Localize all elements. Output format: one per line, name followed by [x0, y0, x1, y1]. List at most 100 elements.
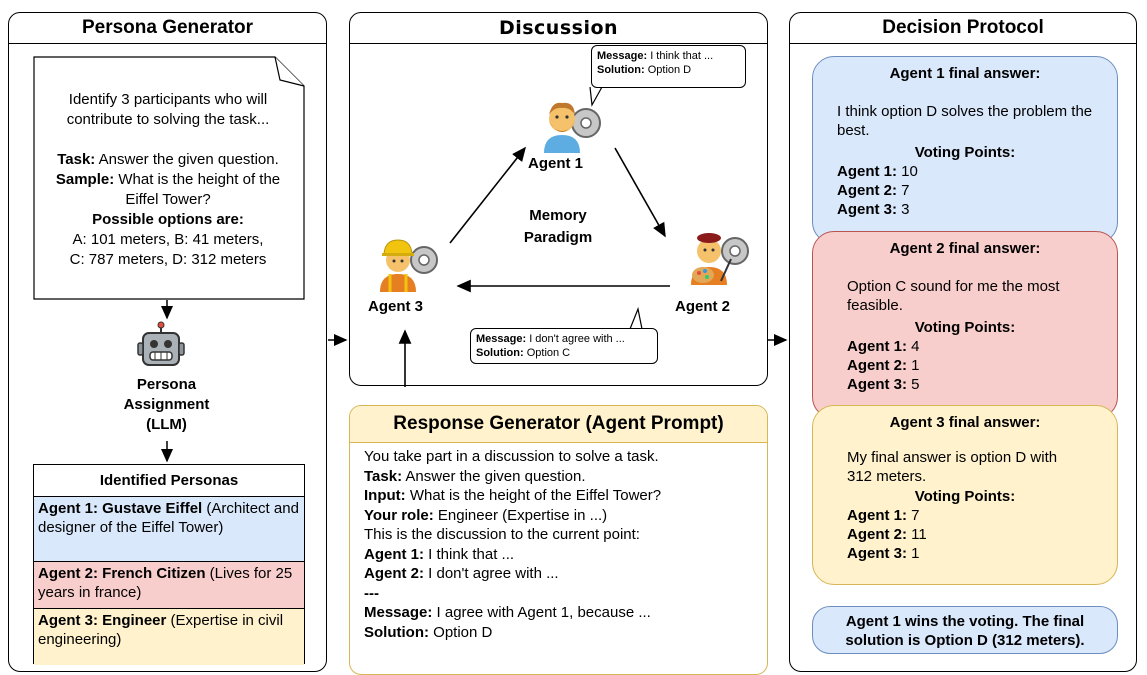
agent1-speech-bubble: Message: I think that ... Solution: Opti… — [591, 45, 746, 88]
vote-label: Agent 1: — [847, 338, 907, 355]
agent1-icon — [544, 102, 601, 153]
rg-separator: --- — [364, 584, 379, 602]
vote-value: 7 — [907, 507, 920, 524]
agent3-icon — [380, 239, 438, 292]
persona-name: Agent 3: Engineer — [38, 612, 167, 629]
bubble1-tail — [589, 87, 603, 107]
rg-solution-label: Solution: — [364, 623, 429, 641]
card-answer: My final answer is option D with 312 met… — [847, 449, 1058, 485]
prompt-task-label: Task: — [57, 151, 96, 168]
rg-a1-label: Agent 1: — [364, 545, 424, 563]
memory-paradigm-label: Memory Paradigm — [523, 207, 593, 246]
agent2-label: Agent 2 — [675, 298, 731, 315]
card-heading: Agent 2 final answer: — [889, 240, 1041, 257]
bubble2-tail — [629, 306, 643, 329]
rg-role: Engineer (Expertise in ...) — [433, 506, 608, 524]
edge-agent3-agent1 — [449, 146, 526, 244]
prompt-options-line1: A: 101 meters, B: 41 meters, — [72, 231, 264, 248]
rg-a2-label: Agent 2: — [364, 565, 424, 582]
agent1-answer-card: Agent 1 final answer: I think option D s… — [812, 56, 1118, 244]
bubble2-msg: I don't agree with ... — [526, 333, 625, 345]
agent3-label: Agent 3 — [368, 298, 424, 315]
card-heading: Agent 1 final answer: — [889, 65, 1041, 82]
bubble1-sol: Option D — [644, 64, 692, 76]
prompt-task-text: Answer the given question. — [95, 151, 279, 168]
persona-generator-panel: Persona Generator Identify 3 participant… — [8, 12, 327, 672]
card-heading: Agent 3 final answer: — [889, 414, 1041, 431]
vote-label: Agent 2: — [847, 526, 907, 543]
discussion-title: Discussion — [350, 13, 767, 44]
personas-title: Identified Personas — [99, 472, 239, 489]
persona-generator-title: Persona Generator — [9, 13, 326, 44]
vote-value: 5 — [907, 376, 920, 393]
card-answer: I think option D solves the problem the … — [837, 103, 1093, 139]
persona-row: Agent 1: Gustave Eiffel (Architect and d… — [34, 496, 304, 561]
decision-protocol-panel: Decision Protocol Agent 1 final answer: … — [789, 12, 1137, 672]
persona-row: Agent 2: French Citizen (Lives for 25 ye… — [34, 561, 304, 608]
vote-label: Agent 2: — [837, 182, 897, 199]
vote-value: 4 — [907, 338, 920, 355]
persona-name: Agent 2: French Citizen — [38, 565, 206, 582]
edge-agent1-agent2 — [614, 147, 666, 238]
agent3-answer-card: Agent 3 final answer: My final answer is… — [812, 405, 1118, 585]
rg-line1: You take part in a discussion to solve a… — [364, 448, 659, 465]
vote-value: 10 — [897, 163, 918, 180]
rg-input: What is the height of the Eiffel Tower? — [405, 487, 662, 504]
prompt-note: Identify 3 participants who will contrib… — [33, 56, 305, 300]
rg-line5: This is the discussion to the current po… — [364, 526, 640, 543]
prompt-intro: Identify 3 participants who will contrib… — [66, 91, 270, 128]
persona-desc: (Lives for 25 years in france) — [38, 565, 293, 601]
bubble2-sol-label: Solution: — [476, 347, 524, 359]
rg-a1: I think that ... — [424, 545, 515, 563]
response-generator-panel: Response Generator (Agent Prompt) You ta… — [349, 405, 768, 675]
persona-desc: (Architect and designer of the Eiffel To… — [38, 500, 299, 536]
arrow-to-personas — [161, 441, 173, 463]
bubble1-sol-label: Solution: — [597, 64, 645, 76]
vote-label: Agent 3: — [847, 545, 907, 562]
vote-label: Agent 1: — [837, 163, 897, 180]
vote-value: 11 — [907, 526, 927, 543]
prompt-options-label: Possible options are: — [92, 211, 244, 228]
agent2-answer-card: Agent 2 final answer: Option C sound for… — [812, 231, 1118, 419]
rg-task: Answer the given question. — [402, 467, 586, 485]
rg-message-label: Message: — [364, 604, 433, 621]
llm-label: Persona Assignment (LLM) — [123, 376, 210, 433]
vote-label: Agent 3: — [837, 201, 897, 218]
agent2-speech-bubble: Message: I don't agree with ... Solution… — [470, 328, 658, 364]
prompt-options-line2: C: 787 meters, D: 312 meters — [69, 251, 267, 268]
rg-task-label: Task: — [364, 467, 403, 485]
discussion-panel: Discussion — [349, 12, 768, 387]
voting-result: Agent 1 wins the voting. The final solut… — [812, 606, 1118, 654]
vote-value: 1 — [907, 545, 920, 562]
card-answer: Option C sound for me the most feasible. — [847, 278, 1060, 314]
decision-protocol-title: Decision Protocol — [790, 13, 1136, 44]
vote-value: 1 — [907, 357, 920, 374]
persona-name: Agent 1: Gustave Eiffel — [38, 500, 203, 517]
prompt-sample-text: What is the height of the Eiffel Tower? — [114, 171, 281, 208]
vote-label: Agent 1: — [847, 507, 907, 524]
agent1-label: Agent 1 — [528, 155, 584, 172]
discussion-graph — [380, 102, 749, 387]
card-points-label: Voting Points: — [914, 319, 1016, 336]
vote-label: Agent 3: — [847, 376, 907, 393]
bubble2-msg-label: Message: — [476, 333, 527, 345]
response-generator-title: Response Generator (Agent Prompt) — [350, 406, 767, 443]
arrow-to-llm — [161, 300, 173, 320]
rg-a2: I don't agree with ... — [424, 565, 559, 582]
bubble2-sol: Option C — [523, 347, 571, 359]
persona-desc: (Expertise in civil engineering) — [38, 612, 284, 648]
rg-role-label: Your role: — [364, 506, 434, 524]
rg-message: I agree with Agent 1, because ... — [432, 604, 651, 621]
vote-value: 3 — [897, 201, 910, 218]
agent2-icon — [691, 233, 749, 285]
bubble1-msg-label: Message: — [597, 50, 648, 62]
robot-icon — [137, 321, 185, 366]
rg-solution: Option D — [428, 623, 493, 641]
bubble1-msg: I think that ... — [647, 50, 714, 62]
rg-input-label: Input: — [364, 487, 406, 504]
persona-row: Agent 3: Engineer (Expertise in civil en… — [34, 608, 304, 665]
vote-label: Agent 2: — [847, 357, 907, 374]
card-points-label: Voting Points: — [914, 144, 1016, 161]
prompt-sample-label: Sample: — [55, 171, 115, 188]
